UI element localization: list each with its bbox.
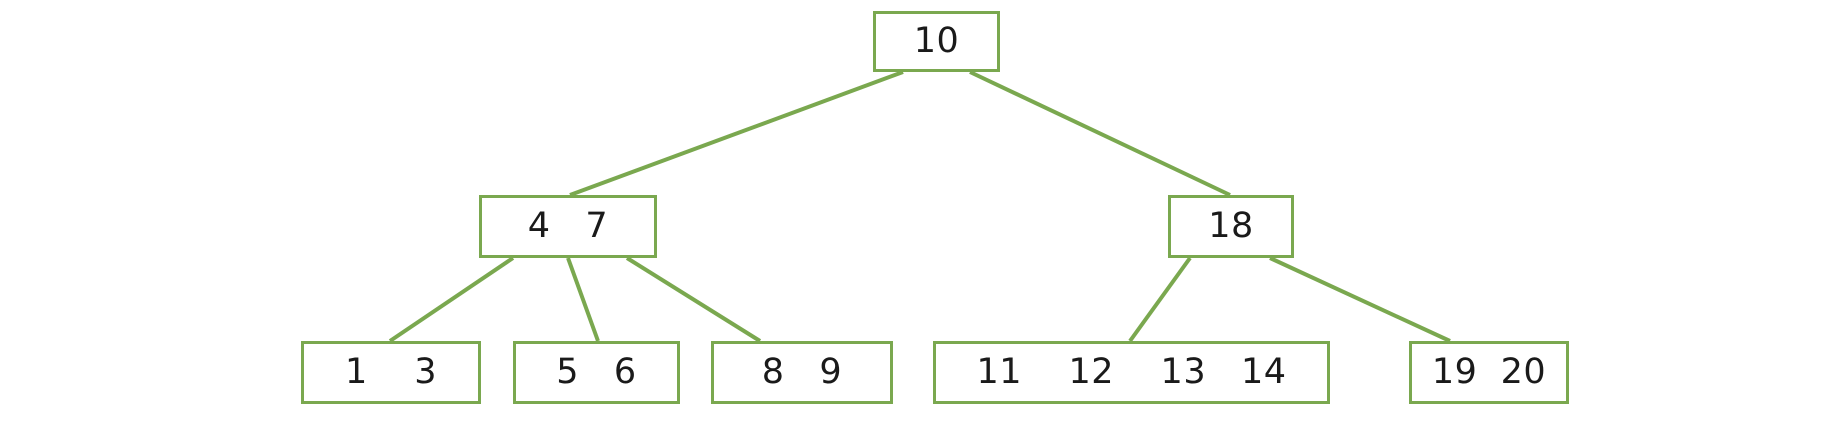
tree-node-label: 10 (913, 21, 960, 61)
tree-node-leaf-2[interactable]: 5 6 (513, 341, 680, 404)
tree-node-internal-left[interactable]: 4 7 (479, 195, 657, 258)
tree-node-label: 1 3 (344, 352, 438, 392)
tree-node-internal-right[interactable]: 18 (1168, 195, 1294, 258)
tree-edge-internal-left-to-leaf-2 (566, 257, 600, 342)
tree-edge-internal-left-to-leaf-3 (625, 256, 762, 343)
tree-node-leaf-1[interactable]: 1 3 (301, 341, 481, 404)
tree-node-label: 5 6 (556, 352, 637, 392)
tree-edge-internal-left-to-leaf-1 (388, 256, 515, 343)
tree-node-label: 8 9 (761, 352, 843, 392)
tree-node-root[interactable]: 10 (873, 11, 1000, 72)
tree-node-label: 11 12 13 14 (976, 352, 1287, 392)
tree-node-label: 18 (1208, 206, 1254, 246)
tree-node-leaf-4[interactable]: 11 12 13 14 (933, 341, 1330, 404)
tree-edge-root-to-internal-left (569, 70, 904, 197)
tree-node-leaf-3[interactable]: 8 9 (711, 341, 893, 404)
tree-edge-root-to-internal-right (969, 70, 1231, 197)
tree-node-label: 19 20 (1431, 352, 1547, 392)
tree-edge-internal-right-to-leaf-5 (1269, 256, 1451, 343)
tree-edge-internal-right-to-leaf-4 (1128, 256, 1192, 343)
tree-node-leaf-5[interactable]: 19 20 (1409, 341, 1569, 404)
tree-node-label: 4 7 (527, 206, 609, 246)
